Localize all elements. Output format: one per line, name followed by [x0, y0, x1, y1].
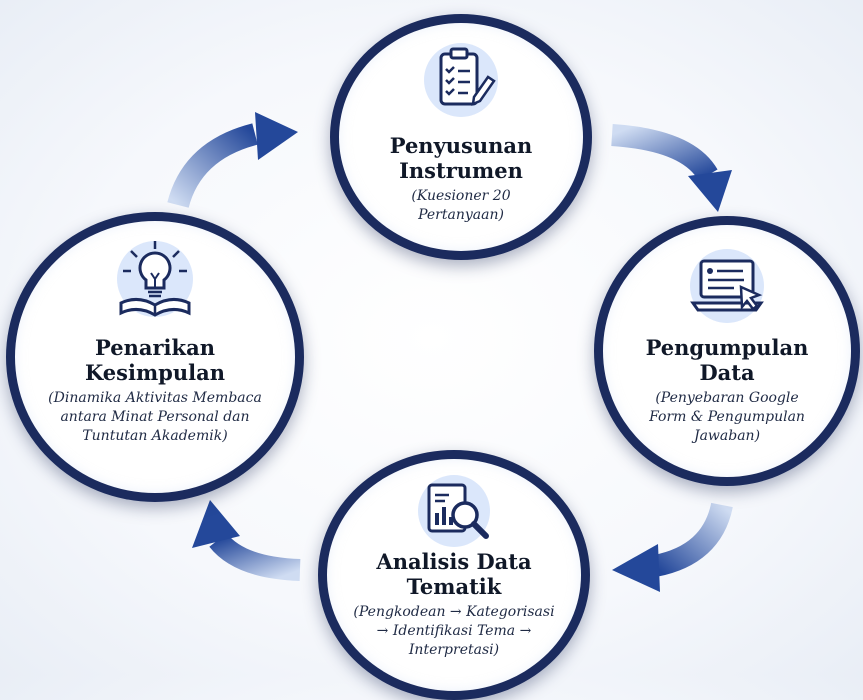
- lightbulb-book-icon: [111, 237, 199, 323]
- clipboard-checklist-icon: [422, 41, 500, 119]
- stage-description: (Dinamika Aktivitas Membaca antara Minat…: [15, 389, 295, 446]
- cycle-diagram: Penyusunan Instrumen (Kuesioner 20 Perta…: [6, 14, 860, 700]
- laptop-form-cursor-icon: [683, 247, 771, 325]
- arrow-pengumpulan-to-analisis: [612, 502, 733, 592]
- stage-description: (Pengkodean → Kategorisasi → Identifikas…: [327, 603, 581, 660]
- stage-desc-line: → Identifikasi Tema →: [376, 623, 532, 639]
- stage-desc-line: (Dinamika Aktivitas Membaca: [48, 390, 262, 406]
- stage-title-line: Instrumen: [399, 158, 523, 183]
- stage-title: Pengumpulan Data: [603, 335, 851, 385]
- stage-title-line: Analisis Data: [376, 549, 532, 574]
- stage-desc-line: (Pengkodean → Kategorisasi: [353, 604, 555, 620]
- stage-desc-line: Interpretasi): [408, 642, 500, 658]
- stage-desc-line: Jawaban): [693, 428, 761, 444]
- arrow-penyusunan-to-pengumpulan: [611, 124, 732, 212]
- stage-penarikan-kesimpulan: Penarikan Kesimpulan (Dinamika Aktivitas…: [6, 212, 304, 502]
- stage-title-line: Pengumpulan: [645, 335, 809, 360]
- arrow-analisis-to-penarikan: [192, 500, 301, 581]
- stage-desc-line: Form & Pengumpulan: [649, 409, 805, 425]
- stage-description: (Penyebaran Google Form & Pengumpulan Ja…: [603, 389, 851, 446]
- stage-desc-line: (Penyebaran Google: [655, 390, 799, 406]
- stage-title-line: Tematik: [406, 574, 502, 599]
- stage-analisis-data-tematik: Analisis Data Tematik (Pengkodean → Kate…: [318, 450, 590, 700]
- chart-magnifier-icon: [415, 473, 493, 549]
- stage-title: Penyusunan Instrumen: [339, 133, 583, 183]
- stage-title-line: Data: [699, 360, 755, 385]
- stage-title-line: Penarikan: [95, 335, 215, 360]
- stage-desc-line: Pertanyaan): [418, 207, 504, 223]
- stage-title: Analisis Data Tematik: [327, 549, 581, 599]
- stage-title: Penarikan Kesimpulan: [15, 335, 295, 385]
- stage-title-line: Kesimpulan: [85, 360, 225, 385]
- stage-description: (Kuesioner 20 Pertanyaan): [339, 187, 583, 225]
- stage-desc-line: antara Minat Personal dan: [60, 409, 250, 425]
- stage-pengumpulan-data: Pengumpulan Data (Penyebaran Google Form…: [594, 216, 860, 486]
- stage-title-line: Penyusunan: [389, 133, 533, 158]
- stage-desc-line: (Kuesioner 20: [411, 188, 511, 204]
- arrow-penarikan-to-penyusunan: [167, 112, 298, 209]
- stage-penyusunan-instrumen: Penyusunan Instrumen (Kuesioner 20 Perta…: [330, 14, 592, 260]
- stage-desc-line: Tuntutan Akademik): [82, 428, 228, 444]
- cycle-arrows: [167, 112, 733, 592]
